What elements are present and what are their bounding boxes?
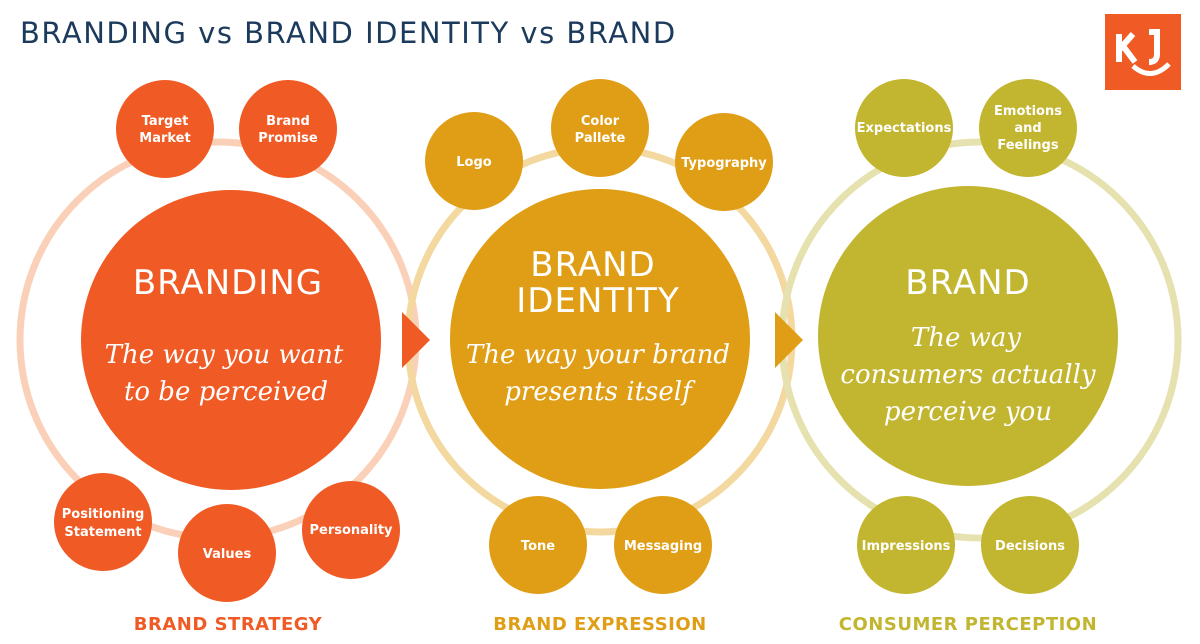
node-personality: [302, 481, 400, 579]
identity-subtitle: presents itself: [504, 377, 696, 407]
brand-section: BRAND The way consumers actually perceiv…: [818, 79, 1118, 635]
identity-heading: IDENTITY: [516, 281, 679, 321]
node-tone: [489, 496, 587, 594]
node-label: Decisions: [995, 539, 1065, 554]
brand-subtitle: perceive you: [884, 397, 1052, 427]
kj-logo: [1105, 14, 1181, 90]
node-label: Personality: [309, 523, 393, 538]
arrow-icon: [775, 312, 803, 368]
node-label: Promise: [258, 131, 318, 146]
node-label: Tone: [521, 539, 555, 554]
node-impressions: [857, 496, 955, 594]
brand-heading: BRAND: [905, 263, 1030, 303]
branding-subtitle: The way you want: [105, 340, 344, 370]
branding-section: BRANDING The way you want to be perceive…: [54, 80, 400, 635]
node-label: Messaging: [624, 539, 702, 554]
node-label: Expectations: [857, 121, 952, 136]
node-label: Statement: [64, 525, 141, 540]
node-decisions: [981, 496, 1079, 594]
branding-heading: BRANDING: [133, 263, 323, 303]
node-logo: [425, 112, 523, 210]
branding-subtitle: to be perceived: [124, 377, 328, 407]
node-label: Market: [139, 131, 190, 146]
identity-section: BRAND IDENTITY The way your brand presen…: [425, 79, 773, 635]
node-label: Brand: [266, 114, 310, 129]
brand-circle: [818, 186, 1118, 486]
page-title: BRANDING vs BRAND IDENTITY vs BRAND: [20, 16, 677, 50]
node-values: [178, 504, 276, 602]
branding-circle: [81, 190, 381, 490]
node-typography: [675, 113, 773, 211]
node-label: Values: [203, 547, 252, 562]
kj-logo-icon: [1116, 29, 1171, 76]
node-label: Target: [142, 114, 189, 129]
brand-subtitle: consumers actually: [840, 360, 1096, 390]
node-brand-promise: [239, 80, 337, 178]
node-emotions-feelings: [979, 79, 1077, 177]
identity-footer: BRAND EXPRESSION: [493, 614, 707, 635]
node-label: Pallete: [575, 131, 626, 146]
node-color-pallete: [551, 79, 649, 177]
node-label: Logo: [456, 155, 492, 170]
node-label: Emotions: [994, 104, 1062, 119]
identity-heading: BRAND: [530, 245, 655, 285]
brand-subtitle: The way: [911, 323, 1021, 353]
node-label: Color: [581, 114, 620, 129]
node-messaging: [614, 496, 712, 594]
branding-footer: BRAND STRATEGY: [134, 614, 323, 635]
arrow-icon: [402, 312, 430, 368]
node-label: Typography: [681, 156, 767, 171]
node-expectations: [855, 79, 953, 177]
node-target-market: [116, 80, 214, 178]
brand-footer: CONSUMER PERCEPTION: [839, 614, 1097, 635]
identity-subtitle: The way your brand: [466, 340, 730, 370]
node-label: Feelings: [997, 138, 1058, 153]
node-positioning-statement: [54, 473, 152, 571]
node-label: Impressions: [862, 539, 951, 554]
node-label: and: [1014, 121, 1041, 136]
node-label: Positioning: [62, 507, 145, 522]
identity-circle: [450, 189, 750, 489]
